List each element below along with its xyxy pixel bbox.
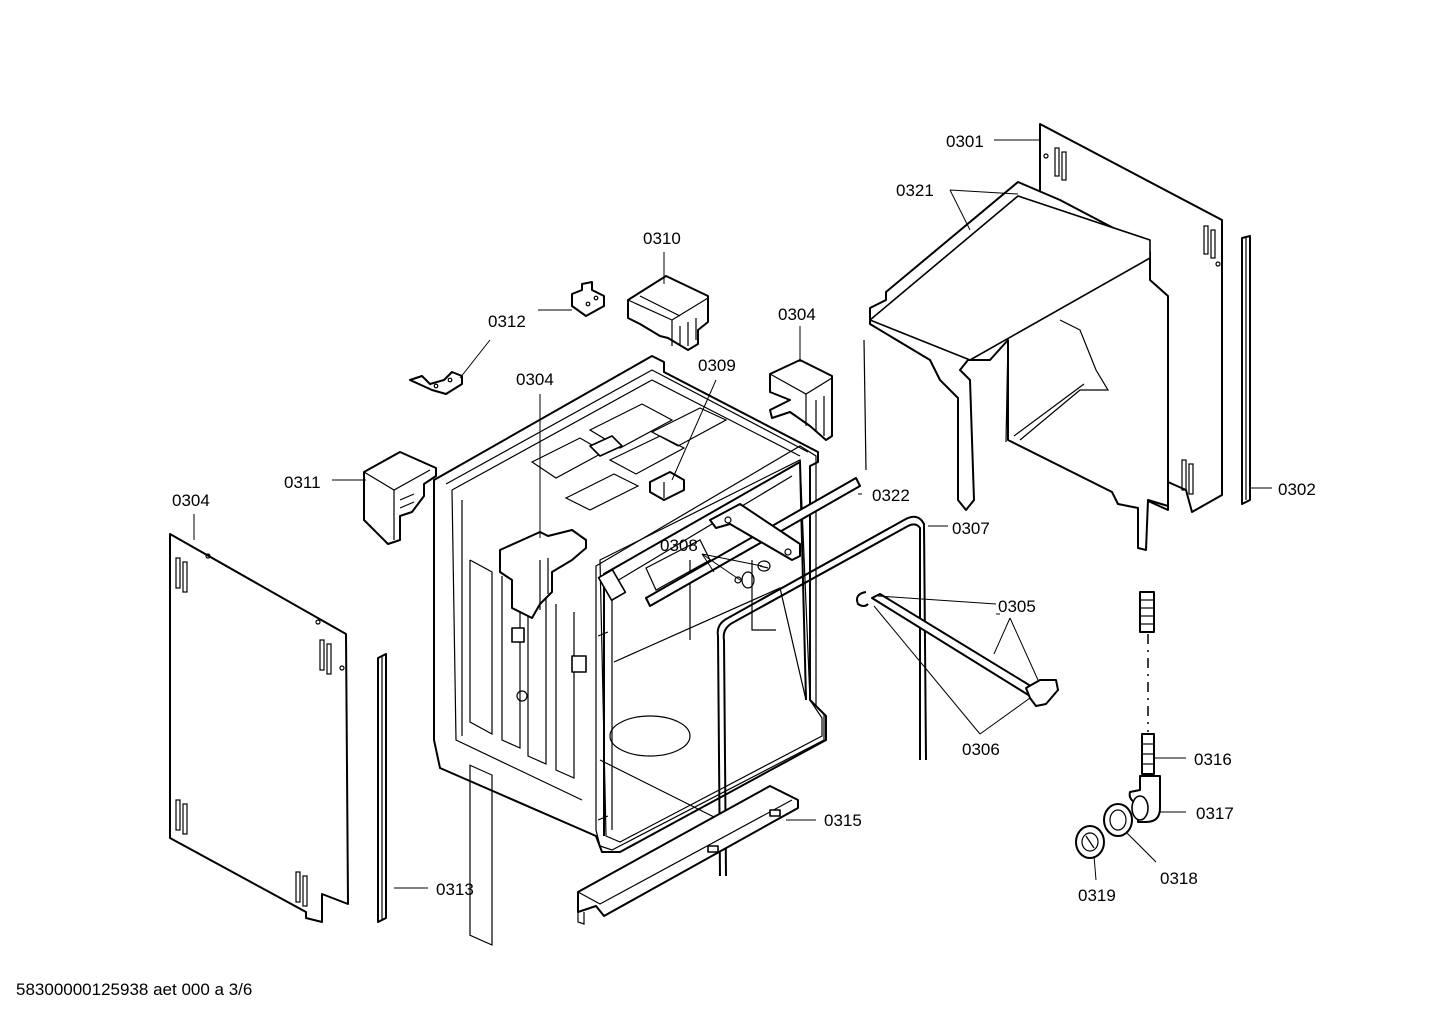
- part-0322-rail: [645, 477, 861, 607]
- part-0319-cap: [1075, 825, 1105, 859]
- label-0304-right: 0304: [778, 305, 816, 324]
- part-door-frame: [595, 445, 825, 851]
- label-0315: 0315: [824, 811, 862, 830]
- part-0311-bracket: [363, 451, 437, 545]
- part-0313-left-strip: [377, 653, 387, 923]
- label-0304-left: 0304: [172, 491, 210, 510]
- label-0311: 0311: [284, 473, 321, 492]
- part-0304-bracket-right: [769, 359, 833, 441]
- label-0301: 0301: [946, 132, 984, 151]
- label-0318: 0318: [1160, 869, 1198, 888]
- part-0318-ring: [1103, 803, 1133, 837]
- label-0321: 0321: [896, 181, 934, 200]
- label-0307: 0307: [952, 519, 990, 538]
- part-0304-side-panel-left: [169, 533, 349, 923]
- label-0308: 0308: [660, 536, 698, 555]
- part-0305-0306-arm: [856, 591, 1059, 707]
- part-0321-top-frame: [863, 181, 1194, 551]
- label-0313: 0313: [436, 880, 474, 899]
- document-code-footer: 58300000125938 aet 000 a 3/6: [16, 980, 253, 999]
- part-0316-hose: [1139, 591, 1155, 775]
- part-0302-right-strip: [1241, 235, 1251, 505]
- label-0312: 0312: [488, 312, 526, 331]
- label-0310: 0310: [643, 229, 681, 248]
- label-0304-mid: 0304: [516, 370, 554, 389]
- part-tub-body: [433, 355, 827, 946]
- label-0317: 0317: [1196, 804, 1234, 823]
- leader-lines: [193, 139, 1272, 889]
- part-0307-gasket: [716, 515, 927, 877]
- label-0306: 0306: [962, 740, 1000, 759]
- part-0310-bracket: [627, 275, 709, 351]
- label-0316: 0316: [1194, 750, 1232, 769]
- part-0312-brackets: [409, 281, 605, 395]
- part-0315-plinth-rail: [577, 785, 799, 925]
- part-labels: 0301 0321 0302 0310 0312 0304 0304 0309 …: [172, 132, 1316, 905]
- label-0302: 0302: [1278, 480, 1316, 499]
- label-0305: 0305: [998, 597, 1036, 616]
- part-0304-bracket-mid: [499, 529, 587, 619]
- part-0309-clip: [649, 471, 685, 501]
- part-0317-elbow: [1128, 775, 1161, 823]
- label-0319: 0319: [1078, 886, 1116, 905]
- label-0309: 0309: [698, 356, 736, 375]
- label-0322: 0322: [872, 486, 910, 505]
